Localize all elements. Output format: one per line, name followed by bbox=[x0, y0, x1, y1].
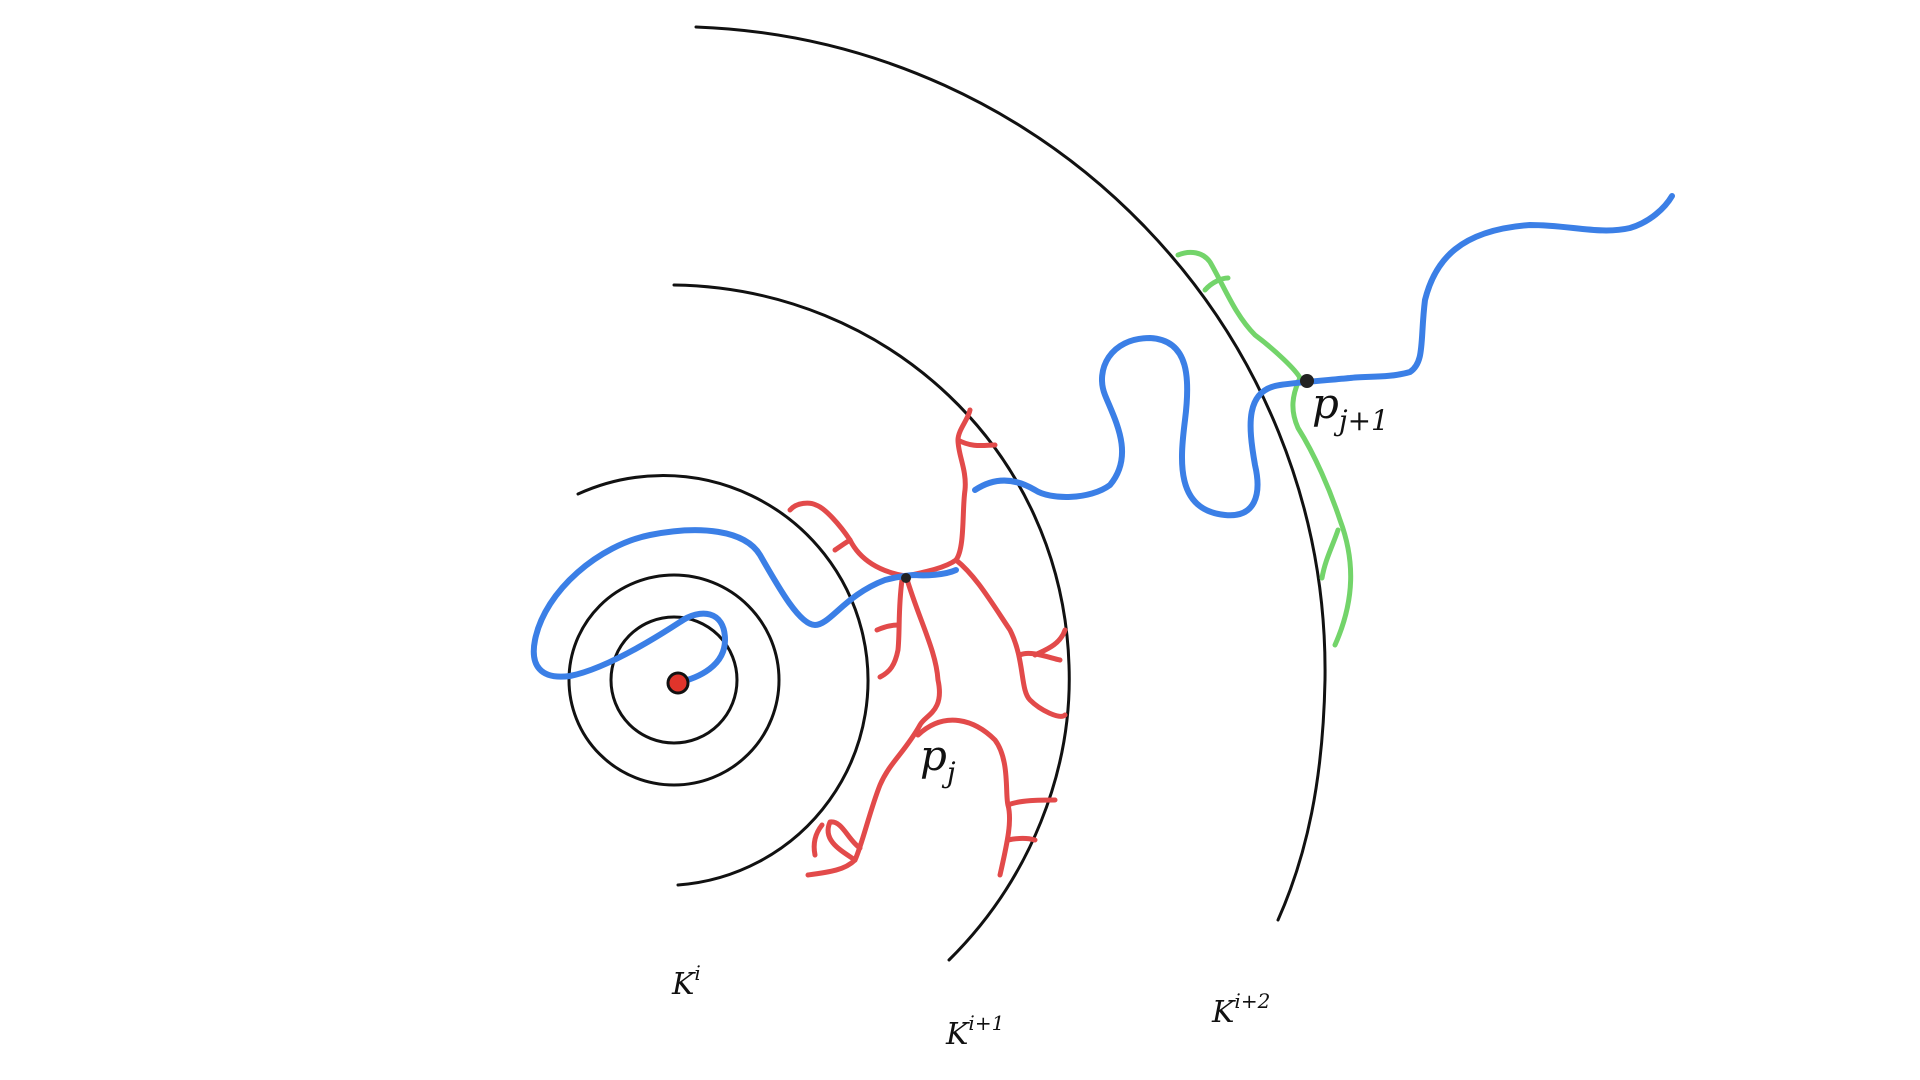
red-left-mid bbox=[877, 577, 905, 680]
node-pj bbox=[901, 573, 911, 583]
red-right-twig-2 bbox=[1032, 627, 1068, 658]
red-lower-branch bbox=[915, 717, 1013, 878]
green-main bbox=[1175, 249, 1354, 648]
arc-k-i1 bbox=[672, 283, 1071, 962]
label-p-j: pj bbox=[920, 731, 956, 789]
arc-k-i bbox=[576, 474, 870, 887]
red-right-branch bbox=[953, 557, 1068, 719]
label-k-i1: Ki+1 bbox=[945, 1011, 1004, 1052]
arc-k-i2 bbox=[694, 25, 1327, 922]
inner-circle-small bbox=[609, 615, 739, 745]
label-k-i: Ki bbox=[671, 961, 701, 1002]
center-point bbox=[666, 671, 690, 695]
green-lower-twig bbox=[1319, 527, 1341, 581]
points bbox=[666, 374, 1314, 695]
blue-path bbox=[530, 193, 1675, 686]
red-up-twig bbox=[955, 437, 998, 449]
green-upper-twig bbox=[1202, 275, 1231, 293]
red-bottom-twig-1 bbox=[825, 819, 863, 863]
label-p-j1: pj+1 bbox=[1312, 379, 1389, 437]
red-left-upper bbox=[787, 500, 909, 579]
red-up-branch bbox=[903, 407, 973, 579]
blue-curve-2 bbox=[972, 193, 1675, 519]
red-left-mid-twig bbox=[874, 622, 901, 633]
label-k-i2: Ki+2 bbox=[1211, 989, 1270, 1030]
red-lower-twig-1 bbox=[1005, 797, 1058, 808]
red-left-upper-twig bbox=[832, 537, 853, 553]
compact-sets bbox=[567, 25, 1327, 962]
red-tree bbox=[787, 407, 1068, 878]
node-pj1 bbox=[1300, 374, 1314, 388]
blue-curve bbox=[530, 527, 959, 686]
inner-circle-medium bbox=[567, 573, 781, 787]
green-branch bbox=[1175, 249, 1354, 648]
red-bottom-twig-2 bbox=[811, 822, 825, 858]
labels: Ki Ki+1 Ki+2 pj pj+1 bbox=[671, 379, 1389, 1052]
red-lower-twig-2 bbox=[1005, 836, 1038, 843]
